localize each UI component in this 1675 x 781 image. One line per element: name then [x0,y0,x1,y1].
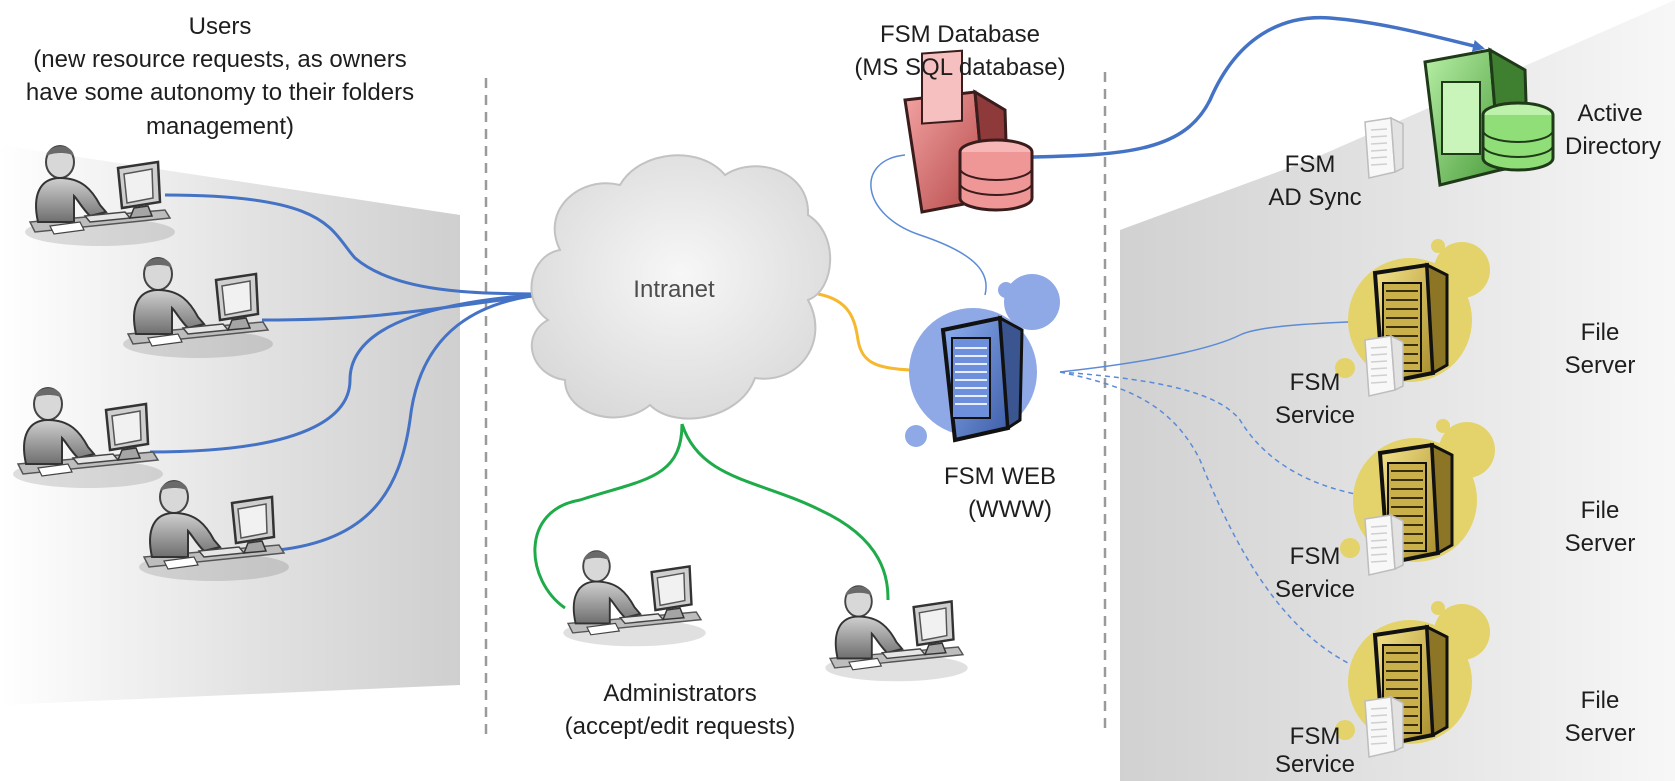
ad-sync-line-2: AD Sync [1268,184,1362,211]
fsm-service-2-line-2: Service [1274,576,1356,603]
intranet-cloud: Intranet [530,154,832,420]
file-server-3-line-2: Server [1564,720,1636,747]
active-directory-line-1: Active [1577,100,1643,127]
web-server-links [1059,319,1411,683]
ad-sync-line-1: FSM [1284,151,1336,178]
users-desc-line-3: management) [145,113,295,140]
admin-1-icon [563,550,706,647]
admin-link-1 [533,423,684,610]
web-fileserver-link-3 [1059,371,1411,683]
web-title: FSM WEB [944,463,1056,490]
users-title: Users [188,13,252,40]
database-subtitle: (MS SQL database) [854,54,1066,81]
admins-title: Administrators [603,680,757,707]
web-fileserver-link-2 [1059,371,1411,501]
fsm-service-2-line-1: FSM [1289,543,1341,570]
fsm-service-3-line-1: FSM [1289,723,1341,750]
user-1-icon [25,145,175,246]
file-server-3-line-1: File [1580,687,1620,714]
users-shade-panel [0,145,460,705]
admins-subtitle: (accept/edit requests) [564,713,796,740]
servers-shade-panel [1120,0,1675,781]
fsm-service-1-line-2: Service [1274,402,1356,429]
active-directory-line-2: Directory [1564,133,1661,160]
web-server-icon [905,274,1060,447]
fsm-service-2-box-icon [1364,513,1404,576]
admin-2-icon [825,585,968,682]
file-server-1-line-1: File [1580,319,1620,346]
fsm-service-3-line-2: Service [1274,751,1356,778]
fsm-service-1-line-1: FSM [1289,369,1341,396]
intranet-label: Intranet [633,276,715,303]
user-4-icon [139,480,289,581]
admin-link-2 [680,423,890,601]
users-desc-line-1: (new resource requests, as owners [33,46,407,73]
database-server-icon [903,49,1034,214]
file-server-1-line-2: Server [1564,352,1636,379]
fsm-service-3-box-icon [1364,695,1404,758]
intranet-web-link [817,292,911,372]
user-3-icon [13,387,163,488]
user-2-icon [123,257,273,358]
user-link-3 [149,292,549,454]
file-server-1-icon [1335,239,1490,386]
file-server-2-line-2: Server [1564,530,1636,557]
active-directory-server-icon [1423,47,1555,187]
admin-links [533,423,890,610]
database-title: FSM Database [879,21,1041,48]
ad-database-cylinder-icon [1481,101,1555,172]
user-link-2 [261,292,549,322]
fsm-ad-sync-box-icon [1364,116,1404,179]
database-cylinder-icon [958,138,1034,212]
user-link-1 [164,193,549,296]
file-server-2-line-1: File [1580,497,1620,524]
web-fileserver-link-1 [1059,319,1406,373]
user-links [149,193,549,552]
db-web-link [870,154,987,296]
web-subtitle: (WWW) [968,496,1052,523]
users-desc-line-2: have some autonomy to their folders [25,79,415,106]
db-ad-link [1032,15,1485,159]
user-link-4 [277,292,549,552]
fsm-service-1-box-icon [1364,334,1404,397]
